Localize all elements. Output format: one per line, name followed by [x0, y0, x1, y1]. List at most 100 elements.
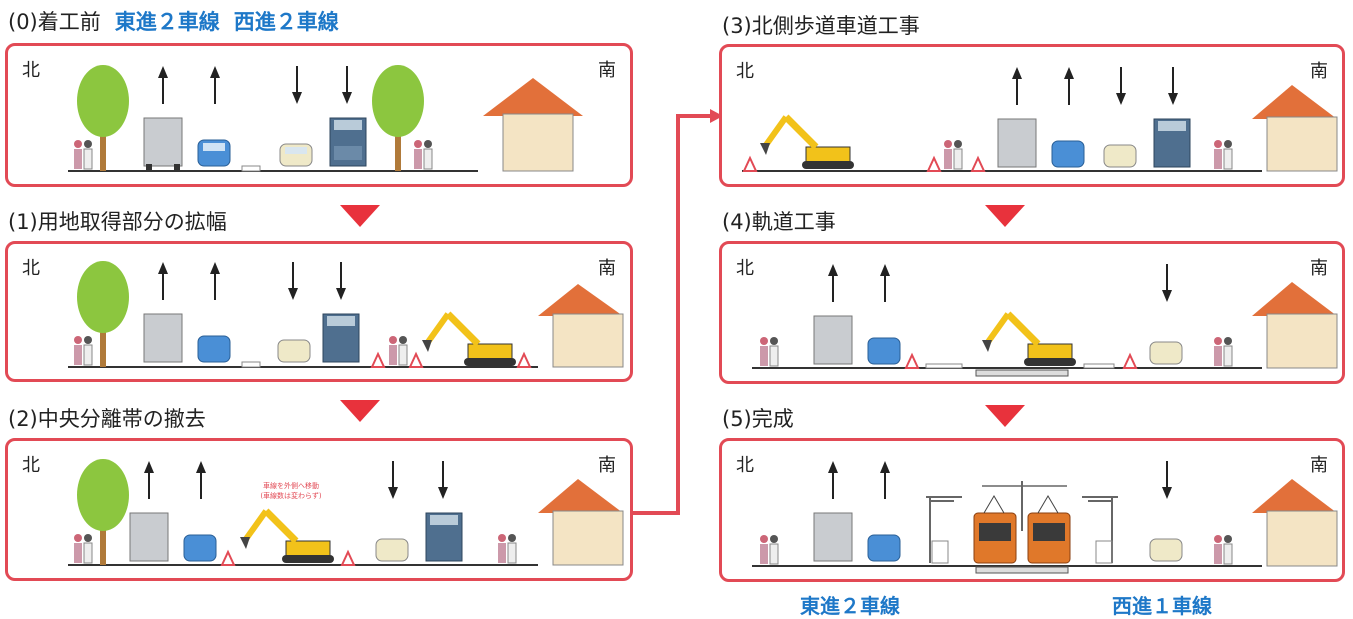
step-1-panel: 北 南: [5, 241, 633, 382]
car-icon: [279, 143, 313, 167]
excavator-icon: [760, 114, 854, 169]
cone-icon: [904, 352, 920, 369]
flow-arrow-down-icon: [985, 205, 1025, 227]
truck-icon: [813, 512, 853, 562]
car-icon: [1149, 538, 1183, 562]
down-arrow-icon: [342, 66, 352, 104]
down-arrow-icon: [388, 461, 398, 499]
pedestrian-icon: [1214, 337, 1233, 367]
median-icon: [241, 361, 261, 368]
cone-icon: [340, 549, 356, 566]
tram-stop-shelter-icon: [1082, 496, 1118, 564]
step-3-scene: [742, 67, 1338, 172]
step-2-panel: 北 南 車線を外側へ移動 (車線数は変わらず): [5, 438, 633, 581]
cone-icon: [970, 155, 986, 172]
flow-arrow-down-icon: [340, 205, 380, 227]
up-arrow-icon: [880, 461, 890, 499]
step-5-panel: 北 南: [719, 438, 1345, 582]
car-icon: [867, 337, 901, 365]
step-1-title: (1)用地取得部分の拡幅: [8, 210, 227, 234]
north-label: 北: [22, 258, 40, 279]
up-arrow-icon: [1064, 67, 1074, 105]
step-4-panel: 北 南: [719, 241, 1345, 384]
up-arrow-icon: [828, 461, 838, 499]
house-icon: [1252, 479, 1338, 567]
down-arrow-icon: [1168, 67, 1178, 105]
down-arrow-icon: [438, 461, 448, 499]
truck-icon: [322, 313, 360, 363]
up-arrow-icon: [1012, 67, 1022, 105]
cone-icon: [370, 351, 386, 368]
step-3-title: (3)北側歩道車道工事: [722, 14, 920, 38]
annotation-line-1: 車線を外側へ移動: [263, 482, 319, 490]
track-bed-icon: [975, 369, 1069, 377]
median-icon: [925, 363, 963, 369]
up-arrow-icon: [144, 461, 154, 499]
south-label: 南: [598, 455, 616, 476]
up-arrow-icon: [196, 461, 206, 499]
cone-icon: [516, 351, 532, 368]
south-label: 南: [598, 258, 616, 279]
south-label: 南: [1310, 455, 1328, 476]
up-arrow-icon: [880, 264, 890, 302]
car-icon: [1103, 144, 1137, 168]
step-4-title: (4)軌道工事: [722, 210, 836, 234]
pedestrian-icon: [498, 534, 517, 564]
car-icon: [277, 339, 311, 363]
step-5-title: (5)完成: [722, 407, 794, 431]
cone-icon: [926, 155, 942, 172]
north-label: 北: [736, 455, 754, 476]
median-icon: [241, 165, 261, 172]
step-4-scene: [752, 264, 1338, 377]
bottom-label-east: 東進２車線: [800, 594, 900, 618]
south-label: 南: [598, 60, 616, 81]
step-0-panel: 北 南: [5, 43, 633, 187]
step-3-panel: 北 南: [719, 44, 1345, 187]
step-1-scene: [68, 261, 624, 368]
step-0-title-text: (0)着工前: [8, 10, 101, 34]
north-label: 北: [22, 455, 40, 476]
down-arrow-icon: [288, 262, 298, 300]
connector-arrowhead-icon: [710, 109, 723, 123]
track-bed-icon: [975, 566, 1069, 574]
pedestrian-icon: [74, 140, 93, 170]
truck-icon: [143, 117, 183, 170]
step-5-scene: [752, 461, 1338, 574]
excavator-icon: [422, 311, 516, 366]
car-icon: [375, 538, 409, 562]
flow-arrow-down-icon: [985, 405, 1025, 427]
cone-icon: [220, 549, 236, 566]
overhead-wire-icon: [982, 481, 1067, 531]
up-arrow-icon: [158, 262, 168, 300]
pedestrian-icon: [74, 336, 93, 366]
south-label: 南: [1310, 258, 1328, 279]
down-arrow-icon: [336, 262, 346, 300]
car-icon: [867, 534, 901, 562]
step-2-scene: [68, 459, 624, 566]
truck-icon: [425, 512, 463, 562]
up-arrow-icon: [210, 66, 220, 104]
down-arrow-icon: [1162, 461, 1172, 499]
tree-icon: [77, 459, 129, 565]
flow-arrow-down-icon: [340, 400, 380, 422]
up-arrow-icon: [828, 264, 838, 302]
tram-stop-shelter-icon: [926, 496, 962, 564]
pedestrian-icon: [760, 337, 779, 367]
step-0-highlight-east: 東進２車線: [114, 10, 220, 34]
house-icon: [1252, 282, 1338, 369]
truck-icon: [143, 313, 183, 363]
cone-icon: [742, 155, 758, 172]
pedestrian-icon: [1214, 535, 1233, 565]
annotation-line-2: (車線数は変わらず): [260, 492, 322, 500]
cone-icon: [408, 351, 424, 368]
down-arrow-icon: [292, 66, 302, 104]
car-icon: [197, 335, 231, 363]
tram-icon: [973, 495, 1017, 564]
house-icon: [483, 78, 583, 172]
down-arrow-icon: [1162, 264, 1172, 302]
bottom-label-west: 西進１車線: [1112, 594, 1212, 618]
car-icon: [1051, 140, 1085, 168]
north-label: 北: [736, 258, 754, 279]
pedestrian-icon: [389, 336, 408, 366]
car-icon: [1149, 341, 1183, 365]
